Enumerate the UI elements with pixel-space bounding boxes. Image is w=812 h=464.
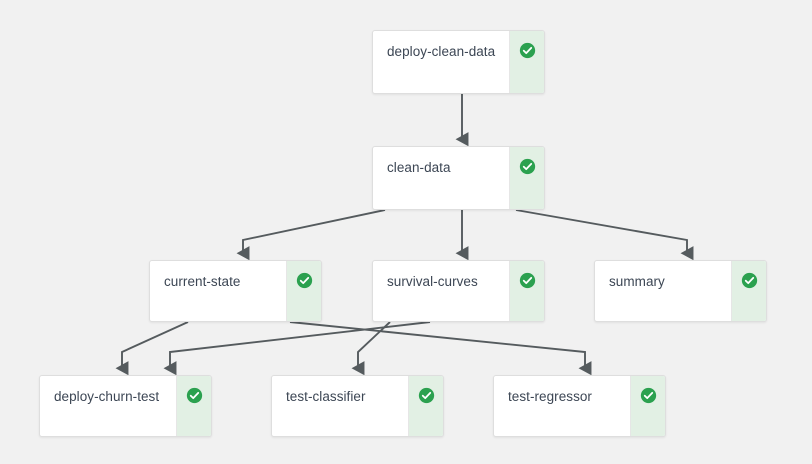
check-circle-icon (640, 387, 657, 404)
check-circle-icon (296, 272, 313, 289)
dag-node-test-regressor[interactable]: test-regressor (493, 375, 666, 437)
node-label: current-state (164, 274, 241, 289)
node-body: clean-data (373, 147, 509, 209)
node-body: test-regressor (494, 376, 630, 436)
check-circle-icon (519, 42, 536, 59)
node-status-strip[interactable] (286, 261, 321, 321)
node-body: current-state (150, 261, 286, 321)
node-body: deploy-churn-test (40, 376, 176, 436)
node-status-strip[interactable] (509, 261, 544, 321)
node-body: survival-curves (373, 261, 509, 321)
check-circle-icon (519, 158, 536, 175)
node-status-strip[interactable] (408, 376, 443, 436)
dag-node-summary[interactable]: summary (594, 260, 767, 322)
node-body: summary (595, 261, 731, 321)
check-circle-icon (741, 272, 758, 289)
node-body: test-classifier (272, 376, 408, 436)
dag-node-clean-data[interactable]: clean-data (372, 146, 545, 210)
dag-node-survival-curves[interactable]: survival-curves (372, 260, 545, 322)
node-label: test-classifier (286, 389, 366, 404)
dag-node-test-classifier[interactable]: test-classifier (271, 375, 444, 437)
check-circle-icon (519, 272, 536, 289)
node-status-strip[interactable] (509, 31, 544, 93)
node-status-strip[interactable] (731, 261, 766, 321)
dag-node-current-state[interactable]: current-state (149, 260, 322, 322)
node-label: deploy-churn-test (54, 389, 160, 404)
dag-node-deploy-clean-data[interactable]: deploy-clean-data (372, 30, 545, 94)
node-body: deploy-clean-data (373, 31, 509, 93)
node-label: test-regressor (508, 389, 592, 404)
check-circle-icon (186, 387, 203, 404)
node-status-strip[interactable] (509, 147, 544, 209)
dag-node-deploy-churn-test[interactable]: deploy-churn-test (39, 375, 212, 437)
node-label: deploy-clean-data (387, 44, 496, 59)
node-label: clean-data (387, 160, 451, 175)
node-label: survival-curves (387, 274, 478, 289)
node-label: summary (609, 274, 665, 289)
node-status-strip[interactable] (630, 376, 665, 436)
node-status-strip[interactable] (176, 376, 211, 436)
check-circle-icon (418, 387, 435, 404)
